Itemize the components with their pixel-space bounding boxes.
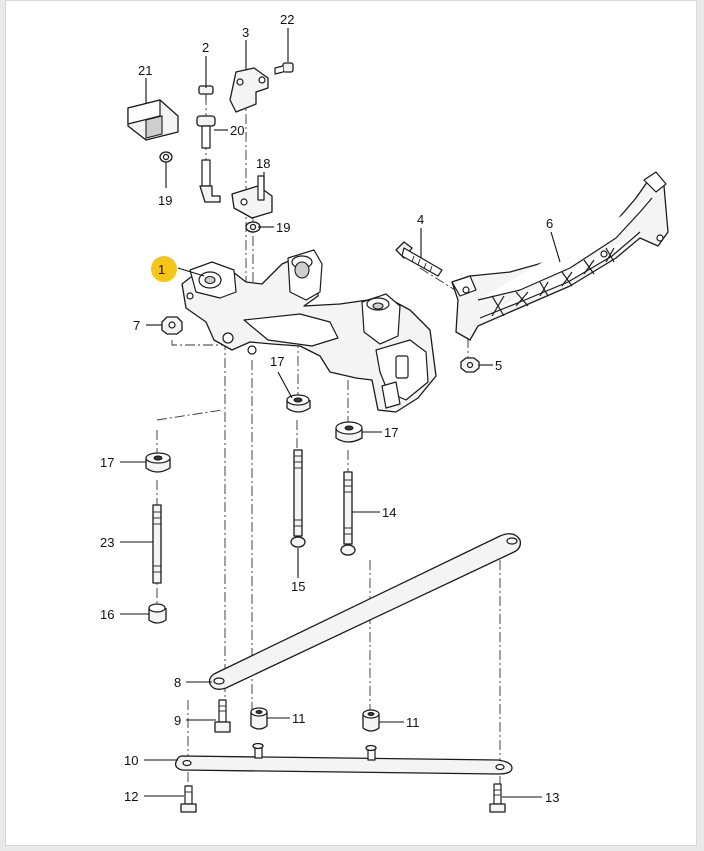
part-15-stud [290, 449, 306, 548]
callout-11a[interactable]: 11 [292, 711, 306, 726]
callout-21[interactable]: 21 [138, 63, 152, 78]
callout-22[interactable]: 22 [280, 12, 294, 27]
callout-17a[interactable]: 17 [270, 354, 284, 369]
part-23-stud [152, 504, 162, 584]
part-21-sensor [127, 99, 179, 141]
callout-2[interactable]: 2 [202, 40, 209, 55]
highlight-marker [151, 256, 177, 282]
callout-11b[interactable]: 11 [406, 715, 420, 730]
callout-12[interactable]: 12 [124, 789, 138, 804]
callout-14[interactable]: 14 [382, 505, 396, 520]
part-2-bolt [198, 85, 214, 100]
part-20-link-rod [196, 115, 221, 203]
part-17-mount-c [145, 452, 171, 473]
callout-15[interactable]: 15 [291, 579, 305, 594]
part-12-bolt [180, 785, 197, 813]
leader-lines [120, 28, 561, 798]
part-19-nut-b [245, 221, 261, 233]
callout-4[interactable]: 4 [417, 212, 424, 227]
callout-17b[interactable]: 17 [384, 425, 398, 440]
callout-23[interactable]: 23 [100, 535, 114, 550]
callout-10[interactable]: 10 [124, 753, 138, 768]
part-17-mount-b [335, 421, 363, 443]
part-11-sleeve-a [250, 707, 268, 730]
part-1-subframe [181, 249, 437, 413]
callout-9[interactable]: 9 [174, 713, 181, 728]
part-10-lower-strut [174, 742, 513, 775]
callout-13[interactable]: 13 [545, 790, 559, 805]
callout-5[interactable]: 5 [495, 358, 502, 373]
callout-19a[interactable]: 19 [158, 193, 172, 208]
part-4-long-bolt [395, 241, 443, 277]
part-18-lever [231, 175, 273, 219]
part-22-bolt [274, 62, 294, 75]
callout-19b[interactable]: 19 [276, 220, 290, 235]
callout-16[interactable]: 16 [100, 607, 114, 622]
part-11-sleeve-b [362, 709, 380, 732]
part-19-nut-a [159, 151, 173, 163]
part-14-stud [340, 471, 356, 556]
part-3-bracket [229, 67, 269, 113]
part-7-nut [161, 316, 183, 335]
callout-20[interactable]: 20 [230, 123, 244, 138]
part-16-nut [148, 603, 167, 624]
callout-6[interactable]: 6 [546, 216, 553, 231]
callout-8[interactable]: 8 [174, 675, 181, 690]
part-5-nut [460, 357, 480, 373]
part-8-diagonal-strut [208, 533, 522, 690]
part-17-mount-a [286, 394, 311, 413]
callout-17c[interactable]: 17 [100, 455, 114, 470]
callout-18[interactable]: 18 [256, 156, 270, 171]
callout-labels: 1 2 3 22 21 20 19 18 19 4 6 5 7 17 17 17… [100, 12, 559, 805]
part-6-truss-arm [451, 171, 669, 341]
part-9-bolt [214, 699, 231, 733]
callout-7[interactable]: 7 [133, 318, 140, 333]
part-13-bolt [489, 783, 506, 813]
callout-3[interactable]: 3 [242, 25, 249, 40]
callout-1[interactable]: 1 [158, 262, 165, 277]
